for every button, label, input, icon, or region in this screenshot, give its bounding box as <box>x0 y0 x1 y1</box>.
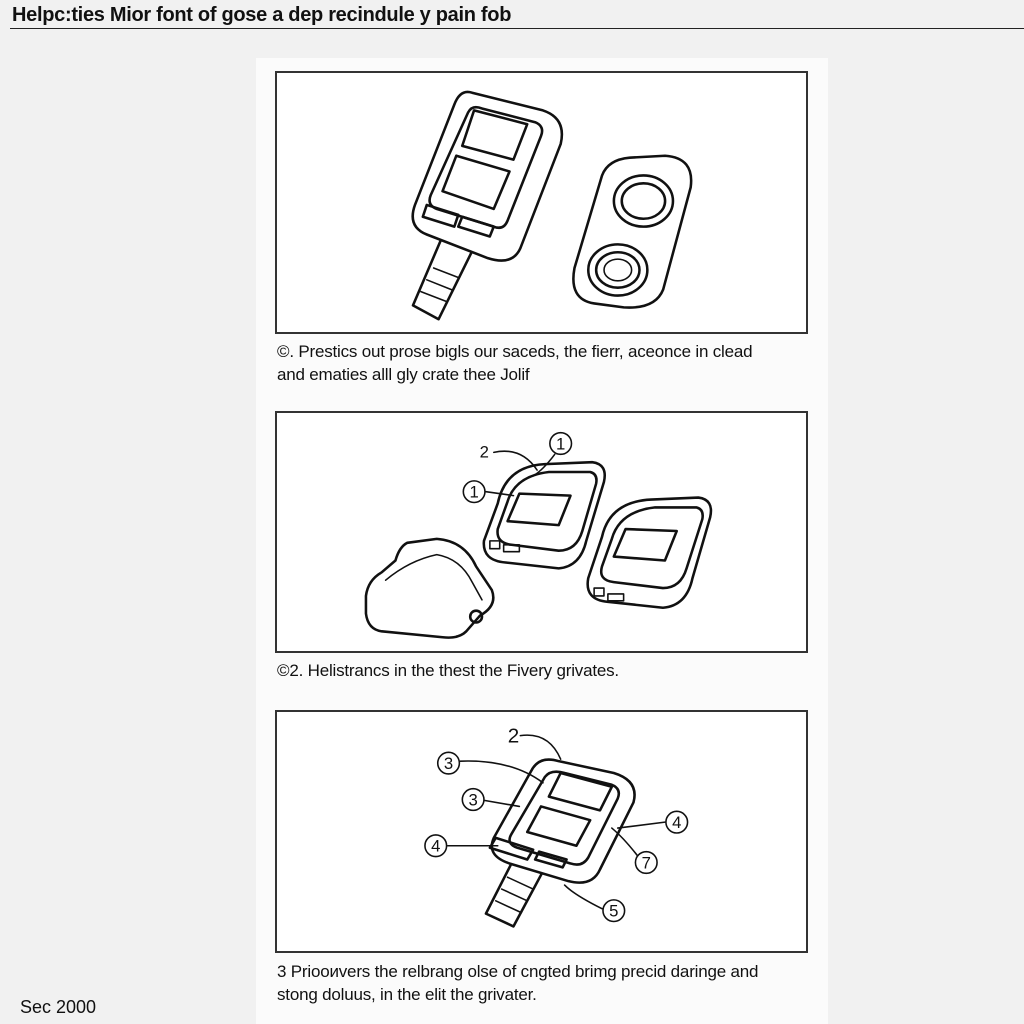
step-3-illustration: 2 3 3 4 4 7 5 <box>275 710 808 953</box>
callout-label: 2 <box>508 724 519 747</box>
step-3-caption-line-1: 3 Priooиvers the relbrang olse of cngted… <box>277 962 759 981</box>
step-1-caption-line-1: ©. Prestics out prose bigls our saceds, … <box>277 342 753 361</box>
callout-label: 2 <box>480 442 489 461</box>
fob-back-cover-icon <box>572 154 693 309</box>
footer-label: Sec 2000 <box>20 997 97 1017</box>
step-3-callouts: 2 3 3 4 4 7 5 <box>424 724 689 923</box>
callout-label: 4 <box>431 837 440 856</box>
fob-rubber-pad-icon <box>364 537 495 639</box>
callout-label: 7 <box>642 853 651 872</box>
step-2-caption: ©2. Helistrancs in the thest the Fivery … <box>277 659 807 682</box>
step-3-caption: 3 Priooиvers the relbrang olse of cngted… <box>277 960 807 1006</box>
step-1-caption: ©. Prestics out prose bigls our saceds, … <box>277 340 807 386</box>
callout-label: 3 <box>468 790 477 809</box>
fob-front-case-icon <box>482 460 606 570</box>
assembled-key-fob-icon <box>484 758 636 928</box>
step-2-caption-line-1: ©2. Helistrancs in the thest the Fivery … <box>277 661 619 680</box>
callout-label: 5 <box>609 902 618 921</box>
fob-back-case-icon <box>586 496 713 610</box>
key-fob-with-blade-icon <box>411 90 564 321</box>
step-2-callouts: 2 1 1 <box>462 431 573 504</box>
step-1-illustration <box>275 71 808 334</box>
callout-label: 1 <box>469 483 478 502</box>
step-1-caption-line-2: and ematies alll gly crate thee Jolif <box>277 365 530 384</box>
callout-label: 1 <box>556 434 565 453</box>
title-divider <box>10 28 1024 29</box>
step-2-illustration: 2 1 1 <box>275 411 808 653</box>
page-title: Helpc:ties Mior font of gose a dep recin… <box>12 4 512 26</box>
callout-label: 3 <box>444 754 453 773</box>
step-3-caption-line-2: stong doluus, in the elit the grivater. <box>277 985 537 1004</box>
callout-label: 4 <box>672 813 681 832</box>
